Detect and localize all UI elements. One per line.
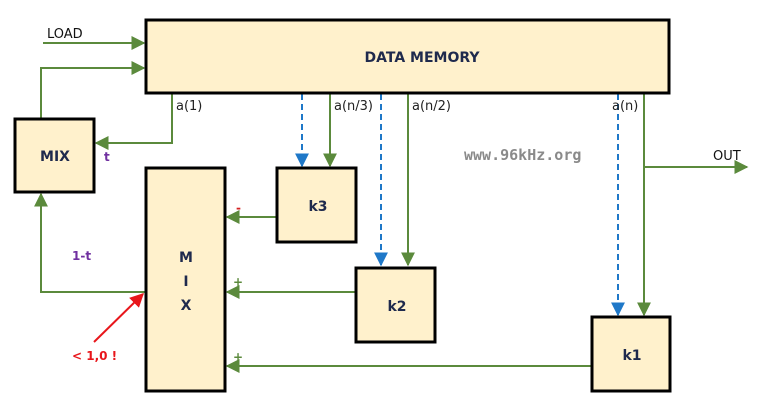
- load-label: LOAD: [47, 27, 83, 42]
- one-minus-t-line: [34, 192, 146, 293]
- mix-big-label-x: X: [181, 298, 192, 314]
- mix-small-label: MIX: [40, 149, 70, 165]
- mix-small-block: [13, 117, 96, 194]
- sign-k3: -: [236, 201, 241, 215]
- mix-big-label-m: M: [179, 250, 193, 266]
- watermark: www.96kHz.org: [464, 146, 581, 164]
- k1-block: [590, 315, 672, 393]
- tap-an2-label: a(n/2): [412, 99, 451, 114]
- k2-block: [354, 266, 437, 344]
- sign-k2: +: [233, 275, 243, 289]
- coef-t-label: t: [104, 150, 110, 164]
- tap-a1-label: a(1): [176, 99, 202, 114]
- k1-label: k1: [622, 348, 641, 364]
- data-memory-label: DATA MEMORY: [364, 50, 480, 66]
- mix-big-label-i: I: [183, 274, 188, 290]
- warning-label: < 1,0 !: [72, 349, 117, 363]
- data-memory-block: [144, 18, 671, 95]
- coef-one-minus-t-label: 1-t: [72, 249, 91, 263]
- a1-tap-line: [94, 93, 173, 150]
- sign-k1: +: [233, 350, 243, 364]
- out-label: OUT: [713, 149, 741, 164]
- k3-block: [275, 166, 358, 244]
- mix-big-block: [144, 166, 227, 393]
- k2-label: k2: [387, 299, 406, 315]
- tap-an3-label: a(n/3): [334, 99, 373, 114]
- tap-an-label: a(n): [612, 99, 638, 114]
- warning-arrow: [93, 293, 145, 343]
- k3-label: k3: [308, 199, 327, 215]
- mix-feedback-line: [40, 61, 146, 119]
